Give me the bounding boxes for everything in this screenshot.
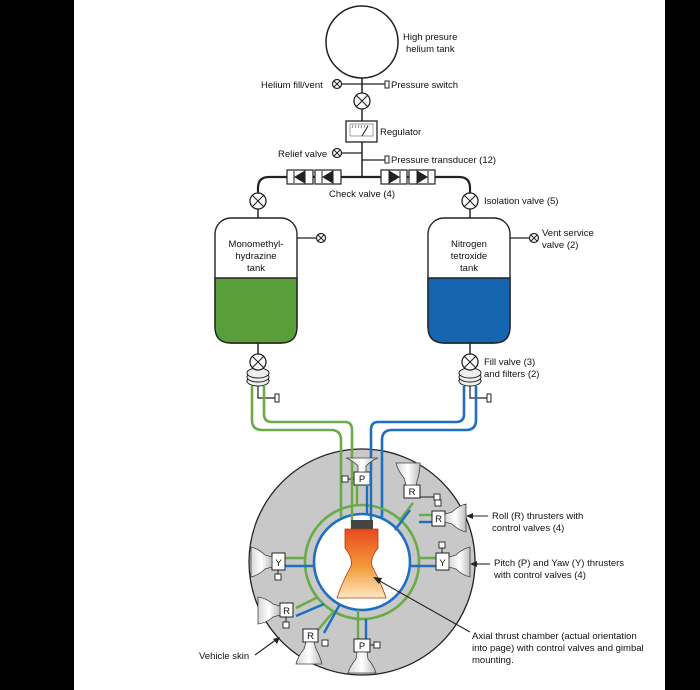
oxidizer-tank <box>427 217 511 344</box>
helium-isolation-valve <box>353 92 371 110</box>
pitch-yaw-label-1: Pitch (P) and Yaw (Y) thrusters <box>494 558 624 569</box>
axial-chamber-label-3: mounting. <box>472 655 514 666</box>
fuel-vent-valve <box>315 232 327 244</box>
thruster-ur-r-letter: R <box>409 487 416 498</box>
pressure-switch-label: Pressure switch <box>391 80 458 91</box>
thruster-lower-r-letter: R <box>307 631 314 642</box>
thruster-ll-r-letter: R <box>283 606 290 617</box>
helium-tank <box>325 5 399 79</box>
relief-valve <box>331 147 343 159</box>
thruster-lower-r: R <box>295 628 329 665</box>
pressure-switch <box>384 80 390 89</box>
vehicle-skin-label: Vehicle skin <box>199 651 249 662</box>
check-valve-group-right <box>380 169 436 185</box>
oxidizer-pressure-transducer <box>486 393 492 403</box>
axial-thrust-chamber <box>336 470 387 599</box>
oxidizer-tank-label-3: tank <box>460 263 478 274</box>
fuel-tank-label-1: Monomethyl- <box>229 239 284 250</box>
axial-chamber-label-2: into page) with control valves and gimba… <box>472 643 644 654</box>
helium-fill-valve <box>331 78 343 90</box>
pressure-transducer <box>384 155 390 164</box>
check-valve-label: Check valve (4) <box>329 189 395 200</box>
helium-tank-label-1: High presure <box>403 32 457 43</box>
thruster-bottom-p: P <box>347 638 381 674</box>
regulator-label: Regulator <box>380 127 421 138</box>
thruster-lower-left-r: R <box>257 596 294 629</box>
thruster-right-r-letter: R <box>435 514 442 525</box>
fuel-tank-label-3: tank <box>247 263 265 274</box>
isolation-valve-left <box>249 192 267 210</box>
thruster-right-r: R <box>431 499 467 533</box>
fuel-pressure-transducer <box>274 393 280 403</box>
thruster-right-y-letter: Y <box>439 558 446 569</box>
thruster-right-y: Y <box>435 541 471 578</box>
vent-service-label-2: valve (2) <box>542 240 578 251</box>
check-valve-group-left <box>286 169 342 185</box>
regulator <box>345 120 378 143</box>
fill-valve-label-1: Fill valve (3) <box>484 357 535 368</box>
oxidizer-vent-valve <box>528 232 540 244</box>
isolation-valve-right <box>461 192 479 210</box>
roll-thrusters-label-2: control valves (4) <box>492 523 564 534</box>
thruster-feed-spokes <box>284 486 438 640</box>
thruster-left-y: Y <box>250 546 286 581</box>
pressure-transducer-label: Pressure transducer (12) <box>391 155 496 166</box>
thruster-left-y-letter: Y <box>275 558 282 569</box>
thruster-upper-right-r: R <box>395 462 441 501</box>
roll-thrusters-label-1: Roll (R) thrusters with <box>492 511 583 522</box>
pitch-yaw-label-2: with control valves (4) <box>493 570 586 581</box>
thruster-top-p-letter: P <box>359 474 365 485</box>
oxidizer-tank-label-1: Nitrogen <box>451 239 487 250</box>
fuel-lines <box>250 386 354 517</box>
vent-service-label-1: Vent service <box>542 228 594 239</box>
axial-chamber-label-1: Axial thrust chamber (actual orientation <box>472 631 637 642</box>
fuel-tank <box>214 217 298 344</box>
fill-valve-label-2: and filters (2) <box>484 369 539 380</box>
fuel-fill-level <box>214 277 298 344</box>
oxidizer-tank-label-2: tetroxide <box>451 251 487 262</box>
relief-valve-label: Relief valve <box>278 149 327 160</box>
helium-manifold <box>256 175 472 196</box>
fuel-tank-label-2: hydrazine <box>235 251 276 262</box>
oxidizer-fill-valve-filter <box>458 353 482 387</box>
fuel-ring <box>303 503 421 621</box>
fuel-fill-valve-filter <box>246 353 270 387</box>
helium-fill-label: Helium fill/vent <box>261 80 323 91</box>
oxidizer-fill-level <box>427 277 511 344</box>
oxidizer-lines <box>369 386 478 517</box>
isolation-valve-label: Isolation valve (5) <box>484 196 558 207</box>
helium-tank-label-2: helium tank <box>406 44 455 55</box>
thruster-bottom-p-letter: P <box>359 641 365 652</box>
